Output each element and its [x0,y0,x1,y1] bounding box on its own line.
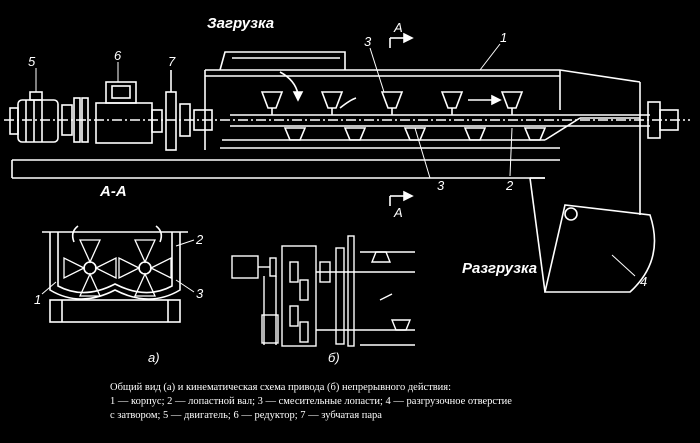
caption-line-2: 1 — корпус; 2 — лопастной вал; 3 — смеси… [110,396,512,407]
callout-2-section: 2 [196,232,204,247]
cut-mark-top-label: А [394,20,403,35]
callout-6: 6 [114,48,122,63]
view-b-label: б) [328,350,340,365]
gear-pair [165,70,213,151]
view-a-label: а) [148,350,160,365]
kinematic-scheme [231,235,415,347]
leader-lines [35,43,636,277]
loading-label: Загрузка [207,15,275,32]
paddles [260,91,547,141]
callout-5: 5 [28,54,36,69]
callout-1-top: 1 [500,30,508,45]
housing [204,51,641,150]
callout-4: 4 [640,274,648,289]
motor [9,91,89,143]
caption-line-1: Общий вид (а) и кинематическая схема при… [110,382,452,393]
section-cut-marks [389,32,414,206]
main-shaft [4,114,690,127]
caption-line-3: с затвором; 5 — двигатель; 6 — редуктор;… [110,410,382,421]
cut-mark-bottom-label: А [394,205,403,220]
figure-caption: Общий вид (а) и кинематическая схема при… [110,381,580,423]
discharge-chute [529,150,656,293]
callout-3-top: 3 [364,34,372,49]
section-label: А-А [100,183,127,200]
section-view [41,225,195,323]
callout-2-main: 2 [506,178,514,193]
end-bearing [647,101,679,139]
flow-arrows [279,71,502,109]
callout-3-section: 3 [196,286,204,301]
callout-1-section: 1 [34,292,42,307]
unloading-label: Разгрузка [462,260,538,277]
callout-7: 7 [168,54,176,69]
callout-3-bottom: 3 [437,178,445,193]
base-frame [11,147,560,179]
reducer [95,81,163,144]
